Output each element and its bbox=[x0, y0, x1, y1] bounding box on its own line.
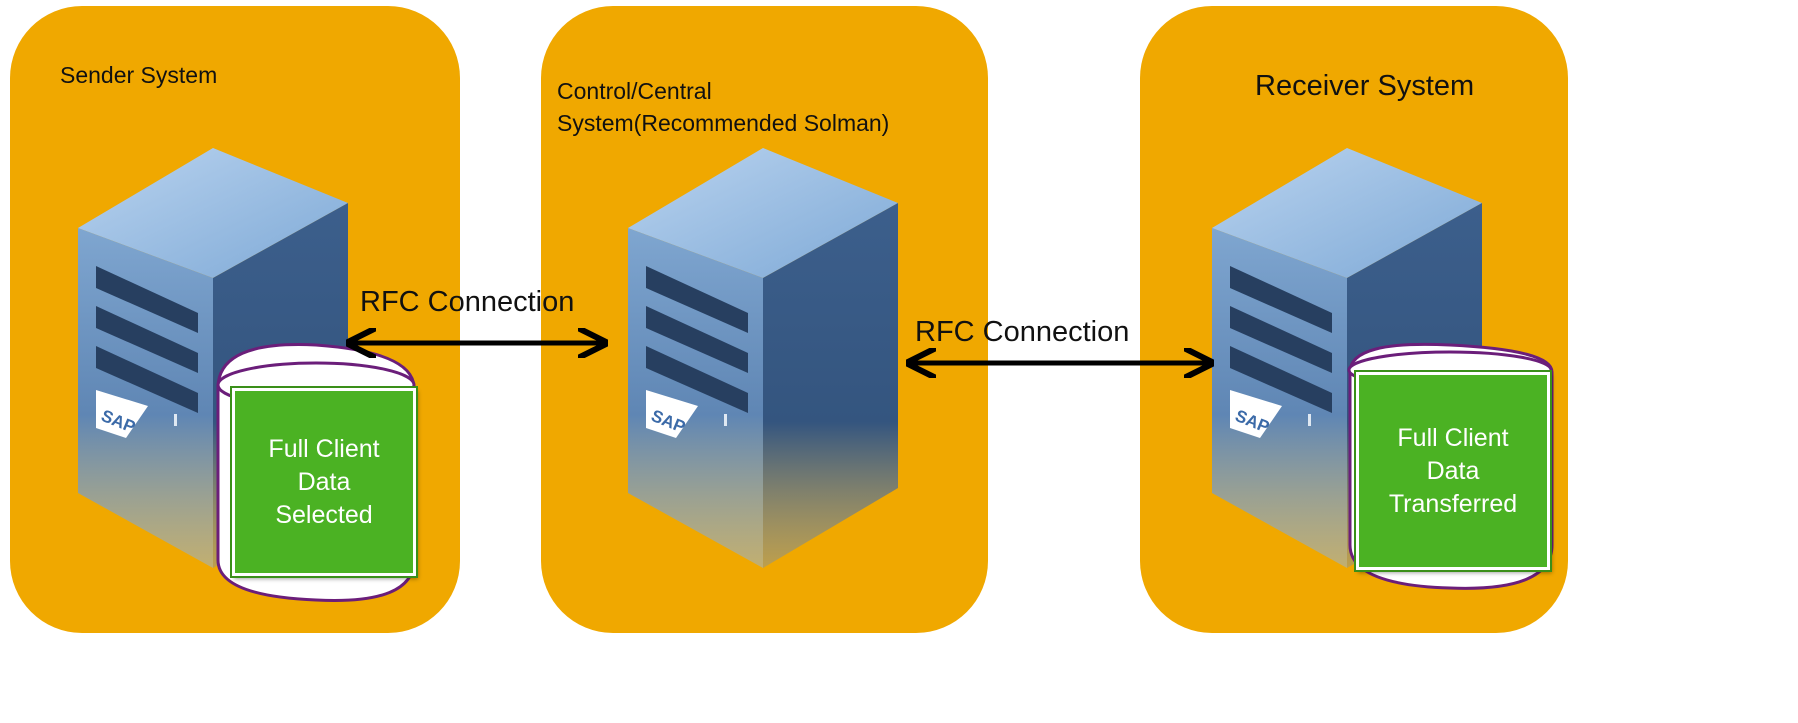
sender-system-title: Sender System bbox=[60, 62, 218, 88]
receiver-data-box: Full Client Data Transferred bbox=[1356, 372, 1550, 570]
receiver-system-title: Receiver System bbox=[1255, 70, 1475, 102]
receiver-data-label: Full Client Data Transferred bbox=[1388, 423, 1518, 518]
control-system-title: Control/Central System(Recommended Solma… bbox=[557, 78, 890, 136]
sender-data-label: Full Client Data Selected bbox=[268, 434, 380, 529]
sender-data-box: Full Client Data Selected bbox=[232, 388, 416, 576]
rfc-connection-label-left: RFC Connection bbox=[360, 286, 575, 318]
rfc-connection-label-right: RFC Connection bbox=[915, 316, 1130, 348]
